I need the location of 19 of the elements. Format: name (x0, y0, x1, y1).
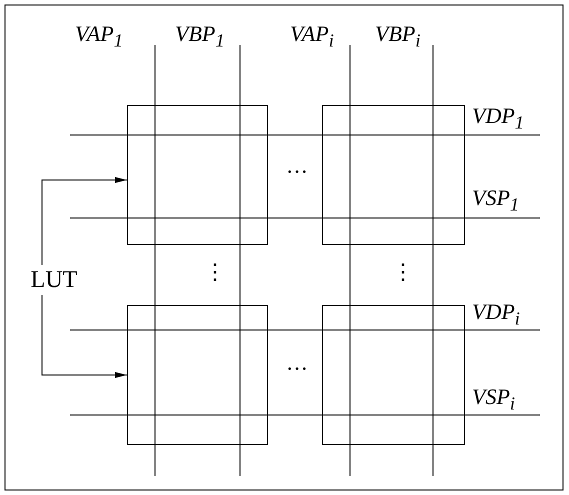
signal-name: VAP$_{1}$ (75, 22, 123, 52)
signal-name: VSP$_{1}$ (472, 186, 520, 216)
signal-name: VBP$_{i}$ (375, 22, 420, 52)
arrow (42, 177, 128, 266)
cell-box (127, 105, 268, 245)
ellipsis: ⋮ (392, 260, 414, 284)
ellipsis: ··· (286, 160, 308, 184)
ellipsis: ⋮ (204, 260, 226, 284)
arrow (42, 294, 128, 378)
cell-box (127, 305, 268, 445)
signal-name: VDP$_{1}$ (472, 104, 524, 134)
signal-name: VSP$_{i}$ (472, 385, 515, 416)
cell-box (322, 305, 465, 445)
cell-box (322, 105, 465, 245)
lut-label: LUT (22, 265, 86, 295)
signal-name: VBP$_{1}$ (175, 22, 224, 52)
signal-name: VAP$_{i}$ (290, 22, 334, 52)
signal-name: VDP$_{i}$ (472, 300, 520, 330)
ellipsis: ··· (286, 357, 308, 381)
